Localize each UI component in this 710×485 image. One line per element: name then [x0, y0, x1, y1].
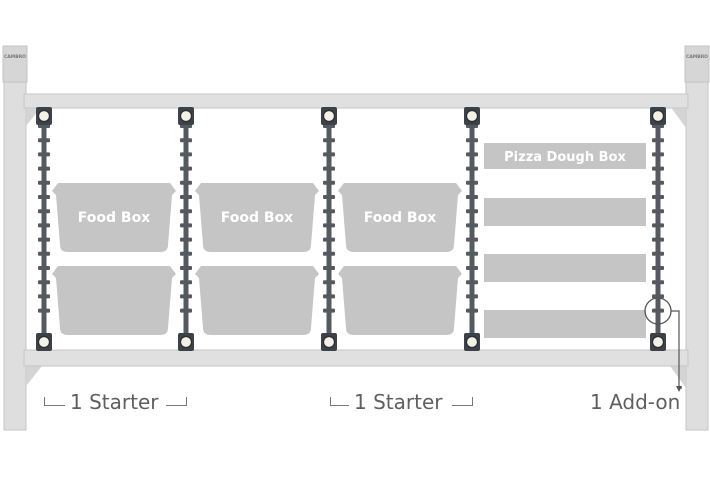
rod — [650, 107, 666, 351]
addon-callout-arrow-icon — [676, 386, 682, 392]
right-post-brand: CAMBRO — [686, 54, 708, 60]
food-box-label: Food Box — [78, 210, 150, 226]
food-box — [52, 183, 176, 252]
rod — [36, 107, 52, 351]
food-box-label: Food Box — [221, 210, 293, 226]
rod-end-cap — [650, 107, 666, 125]
rod-end-cap — [178, 107, 194, 125]
pizza-dough-box-label: Pizza Dough Box — [504, 150, 626, 165]
rod-end-cap — [36, 333, 52, 351]
bottom-rail — [23, 349, 689, 367]
rod-end-cap — [321, 333, 337, 351]
pizza-dough-box — [484, 310, 646, 338]
food-box-column-3: Food Box — [338, 183, 462, 335]
addon-label: 1 Add-on — [590, 390, 681, 414]
pizza-dough-box — [484, 254, 646, 282]
top-rail — [23, 93, 689, 109]
starter-1-bracket-left — [44, 397, 65, 406]
food-box-column-2: Food Box — [195, 183, 319, 335]
rods — [36, 107, 666, 351]
food-box-column-1: Food Box — [52, 183, 176, 335]
starter-2-bracket-right — [452, 397, 473, 406]
rod-end-cap — [321, 107, 337, 125]
rod — [464, 107, 480, 351]
brace-top-right — [670, 106, 686, 128]
food-box-label: Food Box — [364, 210, 436, 226]
rod-end-cap — [464, 107, 480, 125]
food-box — [52, 266, 176, 335]
rod-end-cap — [36, 107, 52, 125]
pizza-dough-box — [484, 143, 646, 169]
rod — [178, 107, 194, 351]
left-post: CAMBRO — [2, 45, 28, 431]
starter-2-bracket-left — [330, 397, 349, 406]
left-post-brand: CAMBRO — [4, 54, 26, 60]
right-post: CAMBRO — [684, 45, 710, 431]
rod-end-cap — [464, 333, 480, 351]
food-box — [195, 183, 319, 252]
food-box — [338, 266, 462, 335]
starter-1-label: 1 Starter — [70, 390, 159, 414]
brace-bottom-right — [670, 366, 686, 388]
starter-1-bracket-right — [166, 397, 187, 406]
rod — [321, 107, 337, 351]
food-box — [338, 183, 462, 252]
starter-2-label: 1 Starter — [354, 390, 443, 414]
pizza-dough-box — [484, 198, 646, 226]
pizza-dough-column: Pizza Dough Box — [484, 143, 646, 338]
brace-bottom-left — [26, 366, 42, 386]
rod-end-cap — [178, 333, 194, 351]
food-box — [195, 266, 319, 335]
addon-callout — [644, 297, 682, 392]
rod-end-cap — [650, 333, 666, 351]
